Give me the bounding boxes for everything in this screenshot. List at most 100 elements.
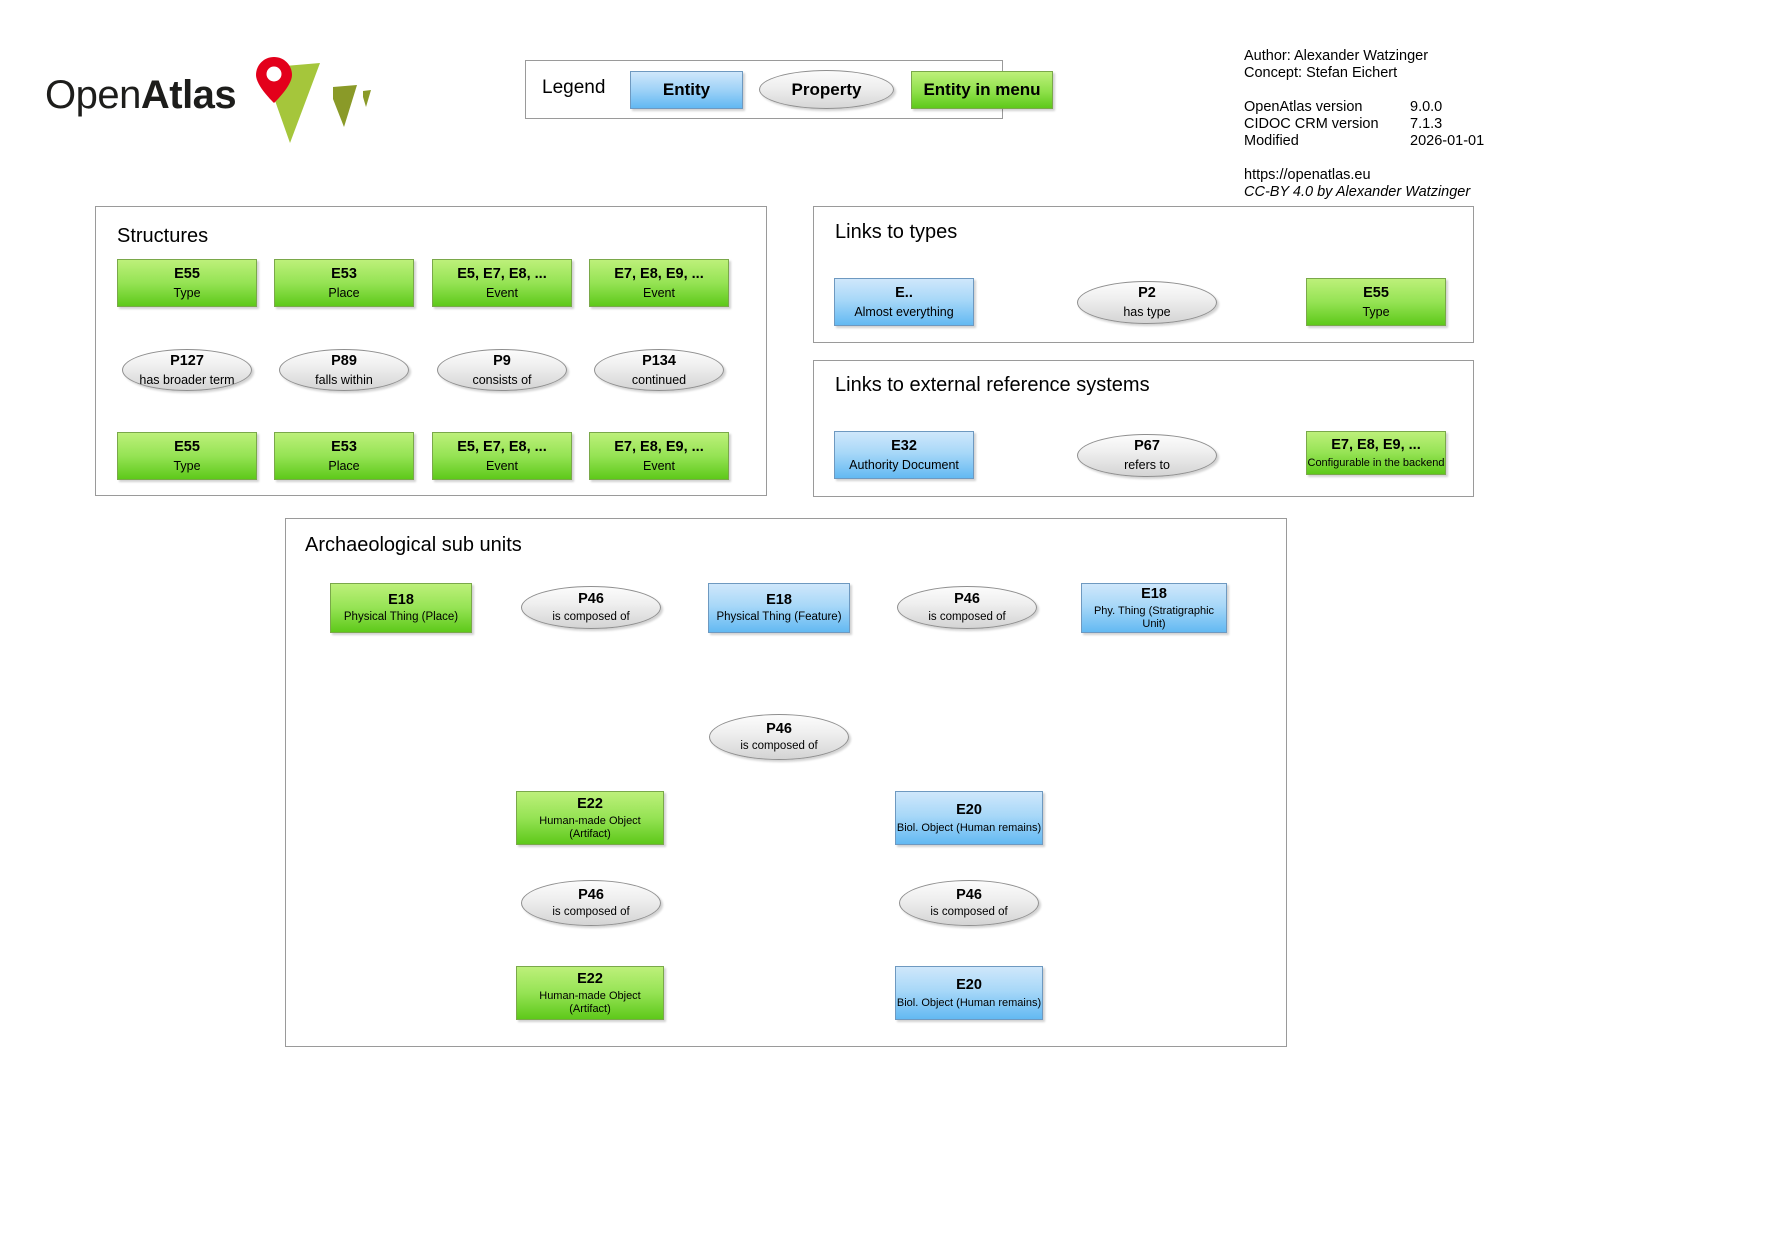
links-to-types-node-type[interactable]: E55 Type: [1306, 278, 1446, 326]
structures-node-prop-0[interactable]: P127 has broader term: [122, 349, 252, 391]
node-code: E7, E8, E9, ...: [614, 438, 704, 455]
legend-title: Legend: [542, 77, 606, 98]
node-code: E..: [895, 284, 913, 301]
archaeological-node-p46-central[interactable]: P46 is composed of: [709, 714, 849, 760]
node-code: E22: [577, 970, 603, 987]
links-to-external-title: Links to external reference systems: [835, 374, 1150, 396]
node-label: is composed of: [930, 906, 1008, 919]
node-label: is composed of: [928, 610, 1006, 623]
archaeological-node-artifact[interactable]: E22 Human-made Object (Artifact): [516, 791, 664, 845]
node-code: E18: [388, 591, 414, 608]
node-label: is composed of: [740, 740, 818, 753]
structures-node-top-0[interactable]: E55 Type: [117, 259, 257, 307]
links-to-types-title: Links to types: [835, 221, 958, 243]
node-code: P46: [766, 720, 792, 737]
structures-node-top-2[interactable]: E5, E7, E8, ... Event: [432, 259, 572, 307]
meta-url[interactable]: https://openatlas.eu: [1244, 167, 1371, 183]
node-code: E5, E7, E8, ...: [457, 438, 547, 455]
node-label: Biol. Object (Human remains): [896, 996, 1042, 1009]
archaeological-node-p46-b[interactable]: P46 is composed of: [897, 586, 1037, 629]
node-code: E18: [766, 591, 792, 608]
links-to-external-node-authority[interactable]: E32 Authority Document: [834, 431, 974, 479]
legend-property-swatch: Property: [759, 70, 894, 109]
structures-node-prop-2[interactable]: P9 consists of: [437, 349, 567, 391]
node-label: Human-made Object (Artifact): [539, 815, 641, 840]
node-label: Configurable in the backend: [1307, 456, 1445, 469]
archaeological-node-p46-human[interactable]: P46 is composed of: [899, 880, 1039, 926]
node-label: Biol. Object (Human remains): [896, 821, 1042, 834]
links-to-external-node-property[interactable]: P67 refers to: [1077, 434, 1217, 477]
links-to-external-node-target[interactable]: E7, E8, E9, ... Configurable in the back…: [1306, 431, 1446, 475]
meta-author: Author: Alexander Watzinger: [1244, 48, 1429, 64]
node-code: E32: [891, 437, 917, 454]
links-to-types-node-entity[interactable]: E.. Almost everything: [834, 278, 974, 326]
structures-node-bottom-3[interactable]: E7, E8, E9, ... Event: [589, 432, 729, 480]
archaeological-node-feature[interactable]: E18 Physical Thing (Feature): [708, 583, 850, 633]
structures-node-prop-3[interactable]: P134 continued: [594, 349, 724, 391]
node-label: Type: [173, 458, 201, 473]
node-label: continued: [631, 372, 687, 387]
archaeological-node-artifact-2[interactable]: E22 Human-made Object (Artifact): [516, 966, 664, 1020]
node-label: consists of: [472, 372, 532, 387]
links-to-types-node-property[interactable]: P2 has type: [1077, 281, 1217, 324]
structures-node-bottom-2[interactable]: E5, E7, E8, ... Event: [432, 432, 572, 480]
structures-node-top-3[interactable]: E7, E8, E9, ... Event: [589, 259, 729, 307]
logo-text-open: Open: [45, 73, 141, 117]
meta-concept: Concept: Stefan Eichert: [1244, 65, 1398, 81]
meta-cidoc-version-label: CIDOC CRM version: [1244, 116, 1379, 132]
node-label: Event: [643, 458, 675, 473]
node-label: is composed of: [552, 906, 630, 919]
structures-node-bottom-0[interactable]: E55 Type: [117, 432, 257, 480]
openatlas-logo: OpenAtlas: [45, 55, 371, 145]
meta-cidoc-version-value: 7.1.3: [1410, 116, 1443, 132]
meta-openatlas-version-value: 9.0.0: [1410, 99, 1443, 115]
node-code: E20: [956, 801, 982, 818]
node-label: Event: [486, 458, 518, 473]
structures-node-bottom-1[interactable]: E53 Place: [274, 432, 414, 480]
node-label: Event: [486, 285, 518, 300]
logo-wordmark: OpenAtlas: [45, 73, 237, 118]
archaeological-node-p46-artifact[interactable]: P46 is composed of: [521, 880, 661, 926]
node-code: E18: [1141, 585, 1167, 602]
node-label: refers to: [1124, 458, 1170, 473]
meta-license: CC-BY 4.0 by Alexander Watzinger: [1244, 184, 1471, 200]
node-label: Authority Document: [849, 457, 959, 472]
node-code: P67: [1134, 438, 1160, 455]
structures-title: Structures: [117, 225, 209, 247]
archaeological-node-human-remains[interactable]: E20 Biol. Object (Human remains): [895, 791, 1043, 845]
node-label: Physical Thing (Place): [343, 611, 459, 624]
node-label: is composed of: [552, 610, 630, 623]
node-code: P46: [578, 886, 604, 903]
meta-modified-label: Modified: [1244, 133, 1299, 149]
node-code: P46: [956, 886, 982, 903]
structures-node-top-1[interactable]: E53 Place: [274, 259, 414, 307]
structures-node-prop-1[interactable]: P89 falls within: [279, 349, 409, 391]
archaeological-title: Archaeological sub units: [305, 534, 522, 556]
node-code: P2: [1138, 285, 1156, 302]
node-code: E7, E8, E9, ...: [614, 265, 704, 282]
node-label: has type: [1123, 305, 1171, 320]
node-code: E53: [331, 438, 357, 455]
archaeological-node-human-remains-2[interactable]: E20 Biol. Object (Human remains): [895, 966, 1043, 1020]
node-code: P46: [578, 591, 604, 608]
node-label: falls within: [315, 372, 373, 387]
node-label: Physical Thing (Feature): [716, 611, 842, 624]
archaeological-node-p46-a[interactable]: P46 is composed of: [521, 586, 661, 629]
meta-openatlas-version-label: OpenAtlas version: [1244, 99, 1363, 115]
node-code: P46: [954, 591, 980, 608]
node-label: Place: [328, 285, 360, 300]
node-code: E5, E7, E8, ...: [457, 265, 547, 282]
node-label: Phy. Thing (Stratigraphic Unit): [1093, 605, 1215, 630]
node-code: E55: [174, 438, 200, 455]
logo-text-atlas: Atlas: [140, 73, 237, 117]
node-label: Place: [328, 458, 360, 473]
archaeological-node-stratigraphic[interactable]: E18 Phy. Thing (Stratigraphic Unit): [1081, 583, 1227, 633]
node-code: P127: [170, 352, 204, 369]
node-label: Type: [173, 285, 201, 300]
archaeological-node-place[interactable]: E18 Physical Thing (Place): [330, 583, 472, 633]
node-label: has broader term: [139, 372, 235, 387]
node-code: P9: [493, 352, 511, 369]
node-code: E55: [174, 265, 200, 282]
node-label: Human-made Object (Artifact): [539, 990, 641, 1015]
node-code: E55: [1363, 284, 1389, 301]
